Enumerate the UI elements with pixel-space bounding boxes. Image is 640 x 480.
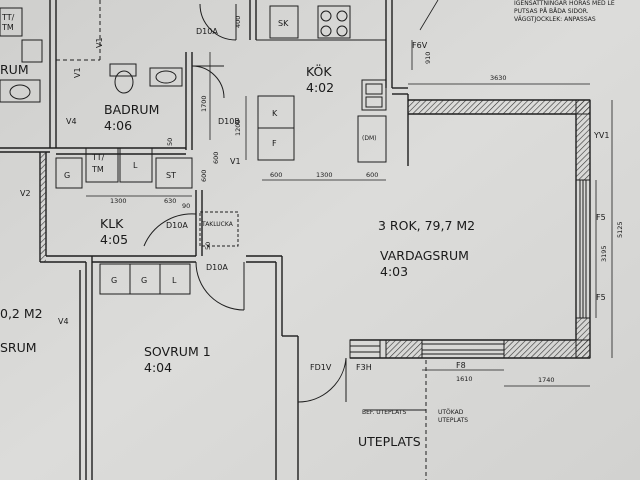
label-takklucka: TAKLUCKA xyxy=(201,221,234,228)
door-d10b: D10B xyxy=(218,117,240,126)
label-v2: V2 xyxy=(20,189,31,198)
room-name-sovrum: SOVRUM 1 xyxy=(144,344,211,359)
door-d10a-1: D10A xyxy=(196,27,218,36)
room-name-kok: KÖK xyxy=(306,63,332,79)
dim-630: 630 xyxy=(164,197,176,205)
room-code-klk: 4:05 xyxy=(100,232,128,247)
label-g-hall: G xyxy=(64,171,70,180)
fixtures xyxy=(0,0,427,480)
label-v1-3: V1 xyxy=(230,157,241,166)
label-st-hall: ST xyxy=(166,171,176,180)
label-tt-bath-top: TT/ xyxy=(91,153,105,162)
label-v1-2: V1 xyxy=(73,67,82,78)
label-wardrobe-3: L xyxy=(172,276,177,285)
dim-50-b: 50 xyxy=(204,242,212,250)
dim-600-b: 600 xyxy=(366,171,378,179)
door-d10a-3: D10A xyxy=(206,263,228,272)
dim-1300-a: 1300 xyxy=(316,171,333,179)
label-tt-left-top: TT/ xyxy=(1,13,15,22)
left-room-name: SRUM xyxy=(0,340,37,355)
dim-50-a: 50 xyxy=(166,138,174,146)
label-k: K xyxy=(272,109,278,118)
room-code-sovrum: 4:04 xyxy=(144,360,172,375)
label-wardrobe-2: G xyxy=(141,276,147,285)
room-name-badrum: BADRUM xyxy=(104,102,159,117)
label-v4-1: V4 xyxy=(66,117,77,126)
door-d10a-2: D10A xyxy=(166,221,188,230)
label-utokad-1: UTÖKAD xyxy=(438,409,464,416)
dim-3630: 3630 xyxy=(490,74,507,82)
label-yv1: YV1 xyxy=(593,131,609,140)
dim-1740: 1740 xyxy=(538,376,555,384)
window-right xyxy=(579,180,587,318)
label-tm-bath-bottom: TM xyxy=(91,165,104,174)
window-f5-1: F5 xyxy=(596,213,606,222)
dim-400: 400 xyxy=(234,16,242,28)
dim-5125: 5125 xyxy=(616,221,624,238)
dim-3195: 3195 xyxy=(600,245,608,262)
label-utokad-2: UTEPLATS xyxy=(438,417,468,424)
window-f8: F8 xyxy=(456,361,466,370)
window-f6v: F6V xyxy=(412,41,428,50)
dim-1200: 1200 xyxy=(234,119,242,136)
dim-1700: 1700 xyxy=(200,95,208,112)
dim-600-a: 600 xyxy=(270,171,282,179)
dim-1300-b: 1300 xyxy=(110,197,127,205)
note-line-2: PUTSAS PÅ BÅDA SIDOR. xyxy=(514,8,589,15)
label-v4-2: V4 xyxy=(58,317,69,326)
room-code-badrum: 4:06 xyxy=(104,118,132,133)
room-name-klk: KLK xyxy=(100,216,124,231)
label-tm-left-bottom: TM xyxy=(1,23,14,32)
room-code-kok: 4:02 xyxy=(306,80,334,95)
label-l-bath: L xyxy=(133,161,138,170)
label-wardrobe-1: G xyxy=(111,276,117,285)
dim-90: 90 xyxy=(182,202,190,210)
dimension-lines xyxy=(86,0,613,387)
door-fd1v: FD1V xyxy=(310,363,332,372)
label-v1-1: V1 xyxy=(95,37,104,48)
room-code-vardagsrum: 4:03 xyxy=(380,264,408,279)
window-f5-2: F5 xyxy=(596,293,606,302)
note-line-1: IGENSATTNINGAR HÖRAS MED LE xyxy=(514,0,615,7)
window-bottom xyxy=(422,343,504,355)
dim-1610: 1610 xyxy=(456,375,473,383)
room-name-uteplats: UTEPLATS xyxy=(358,434,421,449)
label-dm: (DM) xyxy=(362,135,376,142)
label-sk: SK xyxy=(278,19,289,28)
room-name-vardagsrum: VARDAGSRUM xyxy=(380,248,469,263)
window-f3h: F3H xyxy=(356,363,372,372)
left-room-area: 0,2 M2 xyxy=(0,306,43,321)
apartment-type: 3 ROK, 79,7 M2 xyxy=(378,218,475,233)
label-f: F xyxy=(272,139,277,148)
left-top-room-name: RUM xyxy=(0,62,29,77)
dim-910: 910 xyxy=(424,52,432,64)
door-swings xyxy=(143,3,347,403)
label-bef-uteplats: BEF. UTEPLATS xyxy=(362,409,406,416)
dim-600-c: 600 xyxy=(200,170,208,182)
dim-600-d: 600 xyxy=(212,152,220,164)
note-line-3: VÄGGTJOCKLEK: ANPASSAS xyxy=(514,16,596,23)
